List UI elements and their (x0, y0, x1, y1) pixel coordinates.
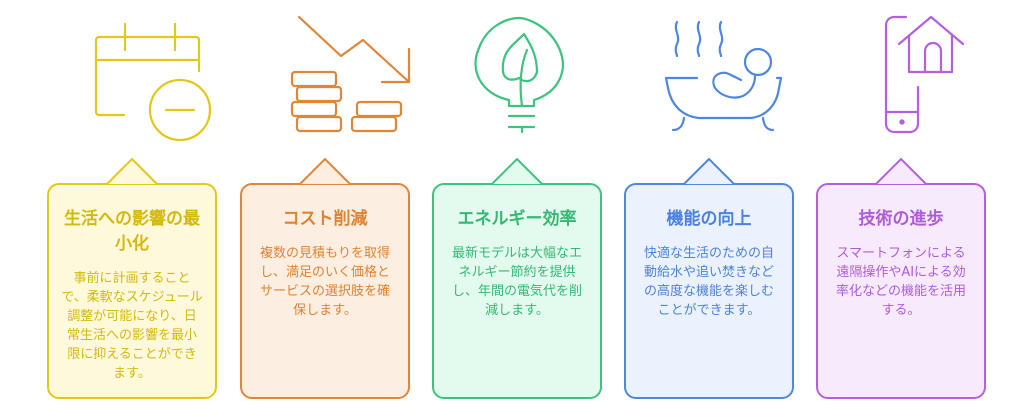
card-pointer (491, 157, 543, 185)
card-title: 技術の進歩 (858, 209, 944, 229)
smart-home-phone-icon (851, 8, 965, 138)
item-life-impact: 生活への影響の最小化 事前に計画することで、柔軟なスケジュール調整が可能になり、… (47, 0, 217, 414)
item-energy-efficiency: エネルギー効率 最新モデルは大幅なエネルギー節約を提供し、年間の電気代を削減しま… (432, 0, 602, 414)
card: 生活への影響の最小化 事前に計画することで、柔軟なスケジュール調整が可能になり、… (47, 183, 217, 399)
item-cost-reduction: コスト削減 複数の見積もりを取得し、満足のいく価格とサービスの選択肢を確保します… (240, 0, 411, 414)
item-improved-features: 機能の向上 快適な生活のための自動給水や追い焚きなどの高度な機能を楽しむことがで… (624, 0, 794, 414)
card-title: コスト削減 (282, 209, 368, 229)
card-description: 複数の見積もりを取得し、満足のいく価格とサービスの選択肢を確保します。 (259, 246, 390, 318)
bathtub-icon (659, 8, 783, 138)
item-technology-advances: 技術の進歩 スマートフォンによる遠隔操作やAIによる効率化などの機能を活用する。 (816, 0, 986, 414)
card: 技術の進歩 スマートフォンによる遠隔操作やAIによる効率化などの機能を活用する。 (816, 183, 986, 399)
card-title: 生活への影響の最小化 (64, 209, 200, 254)
card-description: 最新モデルは大幅なエネルギー節約を提供し、年間の電気代を削減します。 (451, 246, 582, 318)
card-pointer (875, 157, 927, 185)
card-description: 快適な生活のための自動給水や追い焚きなどの高度な機能を楽しむことができます。 (643, 246, 774, 318)
card: 機能の向上 快適な生活のための自動給水や追い焚きなどの高度な機能を楽しむことがで… (624, 183, 794, 399)
card: エネルギー効率 最新モデルは大幅なエネルギー節約を提供し、年間の電気代を削減しま… (432, 183, 602, 399)
card-description: スマートフォンによる遠隔操作やAIによる効率化などの機能を活用する。 (835, 246, 966, 318)
card-description: 事前に計画することで、柔軟なスケジュール調整が可能になり、日常生活への影響を最小… (61, 271, 203, 381)
card-pointer (683, 157, 735, 185)
card-title: エネルギー効率 (457, 209, 577, 229)
card: コスト削減 複数の見積もりを取得し、満足のいく価格とサービスの選択肢を確保します… (240, 183, 410, 399)
card-pointer (299, 157, 351, 185)
cost-down-coins-icon (275, 8, 411, 138)
calendar-minus-icon (82, 8, 212, 142)
eco-lightbulb-icon (467, 8, 567, 138)
card-title: 機能の向上 (666, 209, 752, 229)
card-pointer (106, 157, 158, 185)
